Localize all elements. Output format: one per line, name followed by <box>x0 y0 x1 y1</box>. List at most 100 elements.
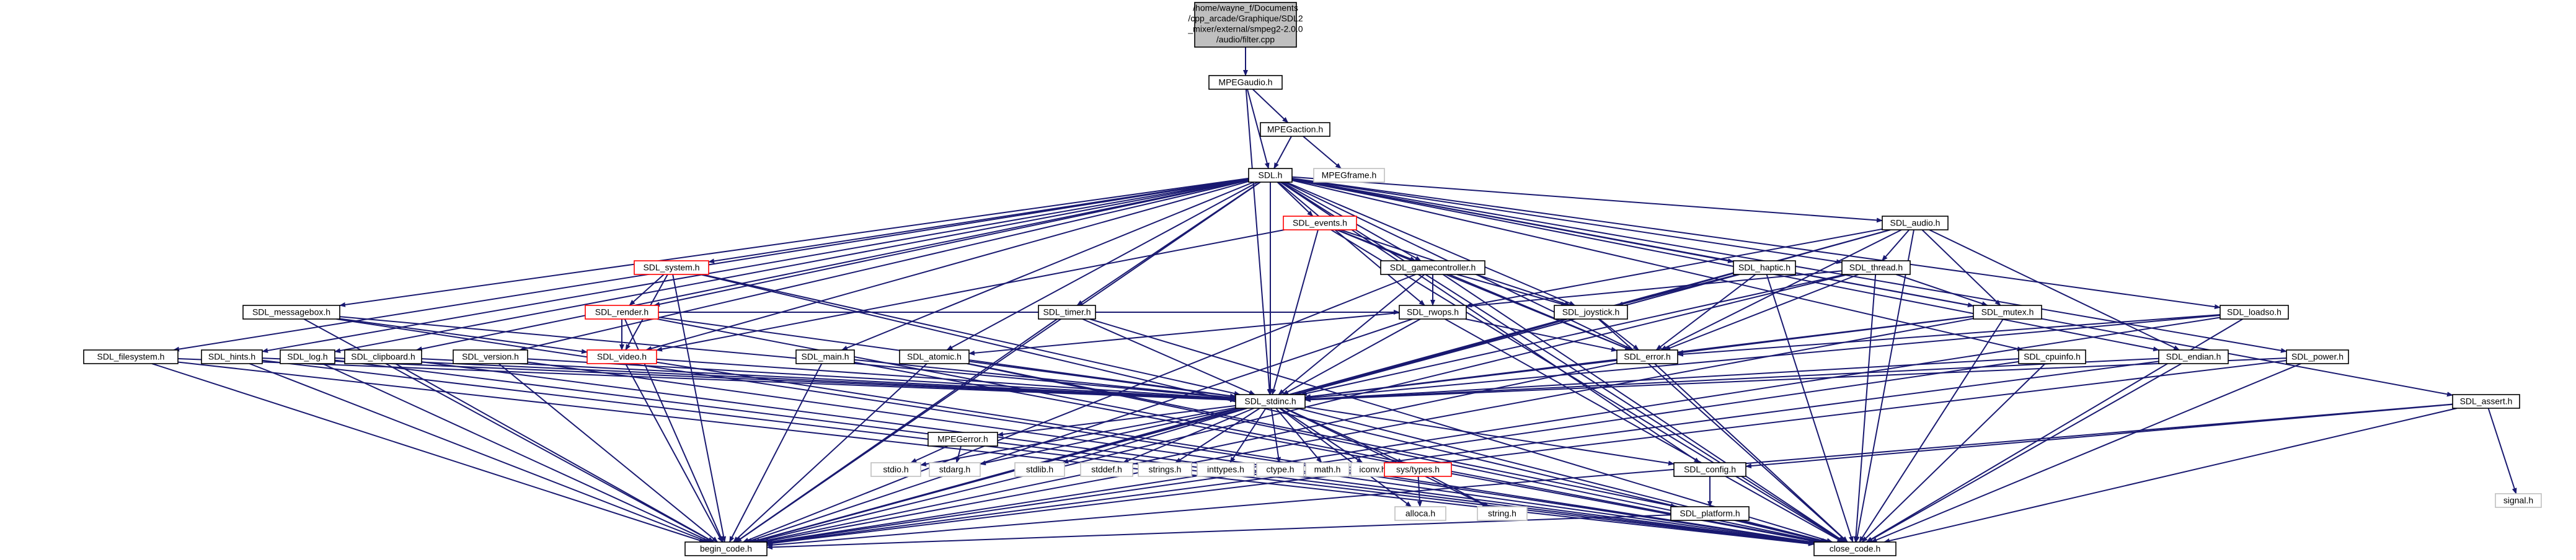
node-cpuinfo[interactable]: SDL_cpuinfo.h <box>2018 349 2086 364</box>
edge-mpegerror-stdarg <box>955 445 962 463</box>
node-events[interactable]: SDL_events.h <box>1283 216 1357 230</box>
node-stdinc[interactable]: SDL_stdinc.h <box>1235 394 1306 409</box>
node-mutex[interactable]: SDL_mutex.h <box>1973 305 2042 320</box>
node-stdarg[interactable]: stdarg.h <box>929 462 981 477</box>
node-begin[interactable]: begin_code.h <box>684 541 768 556</box>
node-audio[interactable]: SDL_audio.h <box>1882 216 1949 230</box>
node-sdl[interactable]: SDL.h <box>1248 168 1293 183</box>
node-box <box>1256 462 1304 477</box>
root-line-4: /audio/filter.cpp <box>1216 35 1275 45</box>
root-line-1: /home/wayne_f/Documents <box>1193 3 1298 13</box>
node-inttypes[interactable]: inttypes.h <box>1197 462 1255 477</box>
node-video[interactable]: SDL_video.h <box>586 349 657 364</box>
node-box <box>927 432 998 447</box>
node-stdlib[interactable]: stdlib.h <box>1014 462 1065 477</box>
node-box <box>1673 462 1746 477</box>
node-label: close_code.h <box>1830 544 1881 554</box>
node-system[interactable]: SDL_system.h <box>634 260 709 275</box>
edge-stdinc-string <box>1284 408 1489 507</box>
edge-error-stdinc <box>1304 359 1618 400</box>
edge-stdinc-math <box>1275 408 1322 463</box>
edge-cpuinfo-begin <box>766 361 2019 545</box>
node-iconv[interactable]: iconv.h <box>1350 462 1395 477</box>
edge-sdl-clipboard <box>415 179 1249 352</box>
node-root[interactable]: /home/wayne_f/Documents /cpp_arcade/Grap… <box>1187 2 1303 48</box>
node-mpegframe[interactable]: MPEGframe.h <box>1313 168 1385 183</box>
node-endian[interactable]: SDL_endian.h <box>2158 349 2229 364</box>
edge-audio-endian <box>1929 229 2180 351</box>
edge-sdl-audio <box>1291 176 1883 223</box>
node-label: SDL_atomic.h <box>907 352 962 362</box>
node-label: SDL_cpuinfo.h <box>2024 352 2081 362</box>
node-messagebox[interactable]: SDL_messagebox.h <box>242 305 340 320</box>
edge-sdl-hints <box>262 178 1249 353</box>
node-box <box>586 349 657 364</box>
node-label: SDL_loadso.h <box>2227 307 2282 317</box>
edge-rwops-stdinc <box>1282 318 1421 395</box>
node-joystick[interactable]: SDL_joystick.h <box>1554 305 1628 320</box>
root-line-2: /cpp_arcade/Graphique/SDL2 <box>1188 14 1303 24</box>
node-stddef[interactable]: stddef.h <box>1080 462 1133 477</box>
node-hints[interactable]: SDL_hints.h <box>201 349 263 364</box>
node-mpegerror[interactable]: MPEGerror.h <box>927 432 998 447</box>
edge-version-begin <box>498 363 719 543</box>
node-rwops[interactable]: SDL_rwops.h <box>1399 305 1467 320</box>
node-box <box>1138 462 1192 477</box>
node-alloca[interactable]: alloca.h <box>1394 506 1446 521</box>
node-assert[interactable]: SDL_assert.h <box>2452 394 2520 409</box>
node-log[interactable]: SDL_log.h <box>280 349 335 364</box>
node-label: SDL_endian.h <box>2166 352 2221 362</box>
node-box <box>1670 506 1750 521</box>
node-main[interactable]: SDL_main.h <box>795 349 855 364</box>
edge-endian-close <box>1866 363 2182 543</box>
node-label: math.h <box>1314 465 1341 475</box>
node-box <box>1080 462 1133 477</box>
node-string[interactable]: string.h <box>1477 506 1528 521</box>
node-haptic[interactable]: SDL_haptic.h <box>1733 260 1796 275</box>
node-error[interactable]: SDL_error.h <box>1616 349 1678 364</box>
node-label: SDL_thread.h <box>1849 263 1903 273</box>
node-label: SDL_joystick.h <box>1562 307 1620 317</box>
node-math[interactable]: math.h <box>1305 462 1350 477</box>
edge-atomic-begin <box>733 363 927 543</box>
node-close[interactable]: close_code.h <box>1813 541 1897 556</box>
node-thread[interactable]: SDL_thread.h <box>1841 260 1911 275</box>
node-ctype[interactable]: ctype.h <box>1256 462 1304 477</box>
edge-cpuinfo-stdinc <box>1304 358 2019 402</box>
node-render[interactable]: SDL_render.h <box>585 305 659 320</box>
node-mpegaction[interactable]: MPEGaction.h <box>1260 122 1330 137</box>
edge-sdl-rwops <box>1278 182 1425 306</box>
edge-version-close <box>527 361 1815 545</box>
node-strings[interactable]: strings.h <box>1138 462 1192 477</box>
node-label: stdarg.h <box>939 465 971 475</box>
node-platform[interactable]: SDL_platform.h <box>1670 506 1750 521</box>
node-filesystem[interactable]: SDL_filesystem.h <box>83 349 179 364</box>
node-box <box>1380 260 1485 275</box>
node-power[interactable]: SDL_power.h <box>2286 349 2349 364</box>
node-gamecontroller[interactable]: SDL_gamecontroller.h <box>1380 260 1485 275</box>
node-box <box>1477 506 1528 521</box>
node-loadso[interactable]: SDL_loadso.h <box>2220 305 2289 320</box>
node-label: ctype.h <box>1266 465 1294 475</box>
edge-filesystem-begin <box>151 363 706 543</box>
node-mpegaudio[interactable]: MPEGaudio.h <box>1208 75 1283 90</box>
node-systypes[interactable]: sys/types.h <box>1384 462 1452 477</box>
edge-mutex-close <box>1859 318 2004 543</box>
node-version[interactable]: SDL_version.h <box>453 349 528 364</box>
edge-video-begin <box>625 363 723 543</box>
node-box <box>1733 260 1796 275</box>
edge-video-close <box>656 361 1815 545</box>
node-config[interactable]: SDL_config.h <box>1673 462 1746 477</box>
edge-messagebox-video <box>339 318 588 354</box>
node-box <box>899 349 970 364</box>
node-box <box>795 349 855 364</box>
node-atomic[interactable]: SDL_atomic.h <box>899 349 970 364</box>
node-timer[interactable]: SDL_timer.h <box>1038 305 1096 320</box>
node-stdio[interactable]: stdio.h <box>870 462 921 477</box>
node-signal[interactable]: signal.h <box>2495 493 2542 508</box>
edge-sdl-events <box>1277 182 1314 217</box>
node-clipboard[interactable]: SDL_clipboard.h <box>344 349 422 364</box>
node-label: begin_code.h <box>700 544 752 554</box>
node-label: SDL_rwops.h <box>1407 307 1459 317</box>
